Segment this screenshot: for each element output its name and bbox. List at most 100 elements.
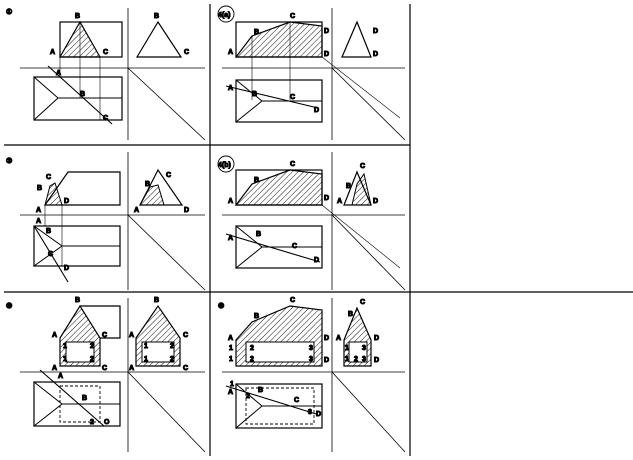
label-A: A: [36, 218, 41, 225]
label-3: 3: [308, 409, 312, 416]
label-C: C: [183, 332, 188, 339]
label-D: D: [373, 198, 378, 205]
label-2: 2: [250, 356, 254, 363]
label-A: A: [228, 49, 233, 56]
label-A: A: [56, 70, 61, 77]
label-A: A: [228, 198, 233, 205]
panel-4b-tag: 4(b): [218, 162, 231, 169]
label-C: C: [184, 49, 189, 56]
label-A: A: [52, 332, 57, 339]
label-2: 2: [170, 356, 174, 363]
panel-5-tag: ⑤: [218, 302, 224, 310]
label-B: B: [254, 313, 259, 320]
label-B: B: [154, 13, 159, 20]
panel-4b: 4(b) A B C D C B A D A B C D: [218, 152, 406, 291]
label-D: D: [373, 51, 378, 58]
label-D: D: [314, 257, 319, 264]
label-B: B: [75, 297, 80, 304]
label-A: A: [129, 332, 134, 339]
label-A: A: [129, 365, 134, 372]
label-B: B: [258, 387, 263, 394]
label-B: B: [254, 29, 259, 36]
label-C: C: [360, 299, 365, 306]
label-A: A: [134, 207, 139, 214]
label-D: D: [324, 195, 329, 202]
label-A: A: [36, 207, 41, 214]
label-D: D: [64, 265, 69, 272]
label-2: 2: [90, 419, 94, 426]
label-1: 1: [63, 356, 67, 363]
label-B: B: [254, 177, 259, 184]
label-A: A: [228, 235, 233, 242]
label-A: A: [228, 335, 233, 342]
label-D: D: [184, 207, 189, 214]
label-3: 3: [362, 356, 366, 363]
label-B: B: [154, 297, 159, 304]
label-D: D: [374, 357, 379, 364]
label-2: 2: [90, 343, 94, 350]
label-A: A: [336, 335, 341, 342]
label-C: C: [102, 332, 107, 339]
label-1: 1: [229, 356, 233, 363]
label-A: A: [228, 389, 233, 396]
panel-1: ① B A C B C A B C: [6, 8, 206, 141]
label-2: 2: [250, 345, 254, 352]
label-B: B: [348, 311, 353, 318]
label-2: 2: [90, 356, 94, 363]
label-D: D: [373, 28, 378, 35]
label-B: B: [75, 13, 80, 20]
label-D: D: [316, 411, 321, 418]
label-C: C: [360, 163, 365, 170]
label-C: C: [183, 365, 188, 372]
label-1: 1: [63, 343, 67, 350]
label-3: 3: [309, 345, 313, 352]
panel-2-tag: ②: [6, 157, 12, 165]
label-1: 1: [229, 345, 233, 352]
panel-4a: 4(a) A B C D D D D A B C D: [218, 5, 406, 141]
label-A: A: [337, 198, 342, 205]
label-B: B: [37, 185, 42, 192]
label-2: 2: [354, 356, 358, 363]
label-C: C: [290, 94, 295, 101]
label-B: B: [80, 91, 85, 98]
panel-1-tag: ①: [6, 8, 12, 16]
label-C: C: [292, 243, 297, 250]
label-A: A: [52, 365, 57, 372]
label-B: B: [46, 228, 51, 235]
label-D: D: [324, 28, 329, 35]
label-1: 1: [144, 343, 148, 350]
label-C: C: [166, 172, 171, 179]
label-C: C: [46, 174, 51, 181]
label-C: C: [48, 251, 53, 258]
label-2: 2: [170, 343, 174, 350]
label-C: C: [290, 297, 295, 304]
label-B: B: [346, 183, 351, 190]
label-A: A: [228, 85, 233, 92]
label-D: D: [64, 198, 69, 205]
panel-4a-tag: 4(a): [218, 12, 230, 19]
panel-3: ③ B A C A C 1 2 1 2 B A C A C 1 2 1 2 A …: [6, 297, 206, 453]
label-D: D: [374, 335, 379, 342]
panel-3-tag: ③: [6, 302, 12, 310]
label-B: B: [256, 231, 261, 238]
label-C: C: [103, 49, 108, 56]
label-D: D: [324, 51, 329, 58]
label-B: B: [82, 395, 87, 402]
label-O: O: [104, 419, 110, 426]
panel-5: ⑤ C B A D 1 2 3 1 2 3 D C B A D 1 3 1 2 …: [218, 297, 406, 453]
label-A: A: [58, 373, 63, 380]
label-3: 3: [309, 356, 313, 363]
label-3: 3: [362, 345, 366, 352]
label-A: A: [50, 49, 55, 56]
frame-grid: [4, 4, 633, 456]
label-C: C: [290, 13, 295, 20]
label-C: C: [290, 161, 295, 168]
label-1: 1: [345, 356, 349, 363]
label-1: 1: [230, 381, 234, 388]
label-C: C: [294, 397, 299, 404]
label-B: B: [145, 181, 150, 188]
label-1: 1: [345, 345, 349, 352]
label-D: D: [324, 357, 329, 364]
panel-2: ② C B A D C B A D A B C D: [6, 152, 206, 291]
